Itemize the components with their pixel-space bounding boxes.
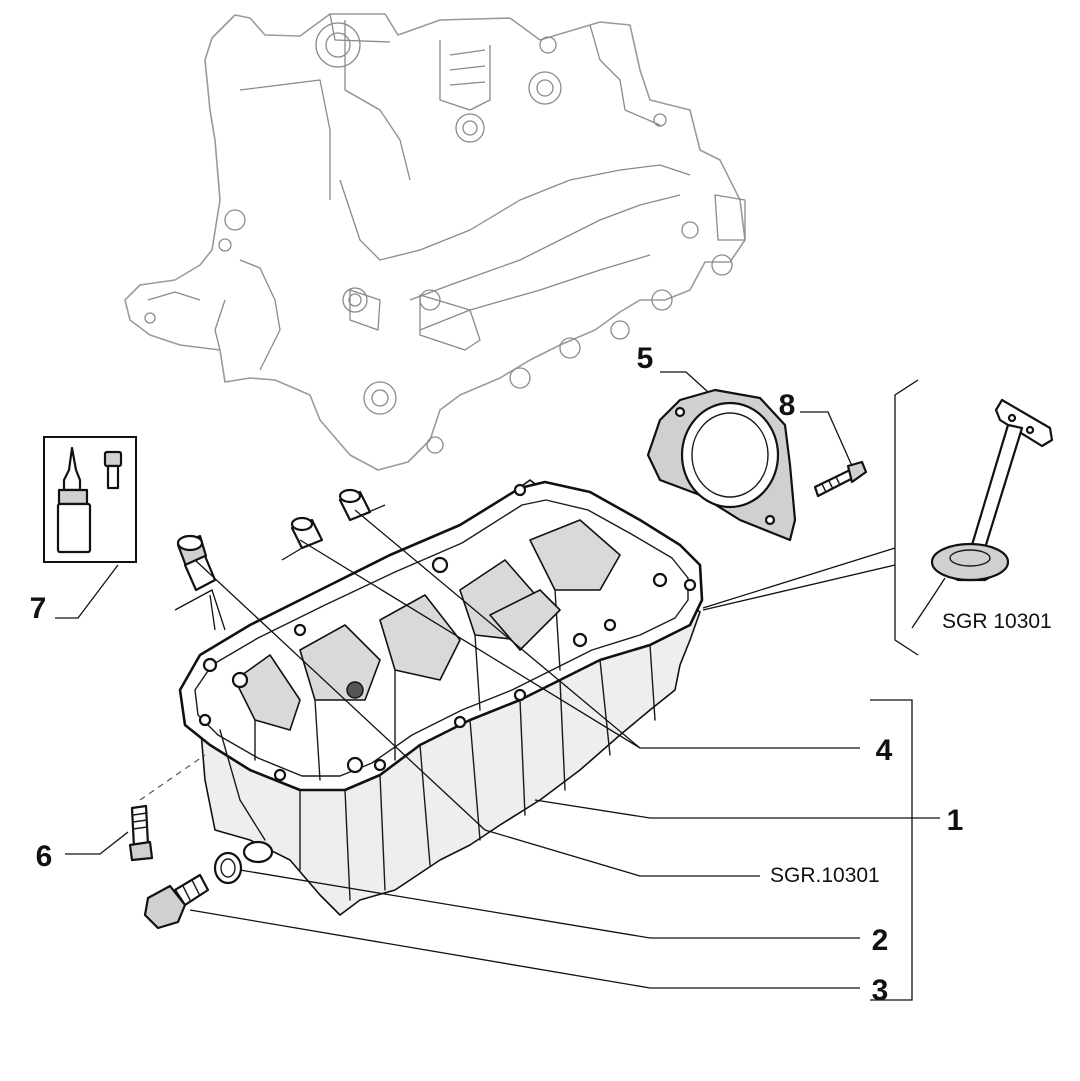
callout-8: 8 [779, 389, 796, 422]
dipstick-reference: SGR 10301 [942, 610, 1052, 633]
callout-2: 2 [872, 924, 889, 957]
bolt-6 [128, 804, 154, 862]
callout-4: 4 [876, 734, 893, 767]
callout-1: 1 [947, 804, 964, 837]
sealant-kit-box [43, 436, 137, 563]
drain-plug-3 [143, 873, 210, 930]
engine-block-outline [124, 13, 746, 471]
oil-pan [178, 479, 704, 916]
leader-lines [55, 371, 946, 1001]
callout-labels: 1 2 3 4 5 6 7 8 SGR 10301 SGR.10301 [30, 342, 1052, 1007]
bolt-8 [813, 460, 868, 498]
callout-6: 6 [36, 840, 53, 873]
oil-pickup-plug [176, 534, 217, 592]
dipstick-tube [930, 398, 1054, 582]
callout-3: 3 [872, 974, 889, 1007]
callout-5: 5 [637, 342, 654, 375]
pan-reference: SGR.10301 [770, 864, 880, 887]
washer-2 [213, 851, 243, 885]
seal-cover-5 [646, 388, 797, 542]
callout-7: 7 [30, 592, 47, 625]
dowel-bushes-4 [290, 488, 372, 550]
